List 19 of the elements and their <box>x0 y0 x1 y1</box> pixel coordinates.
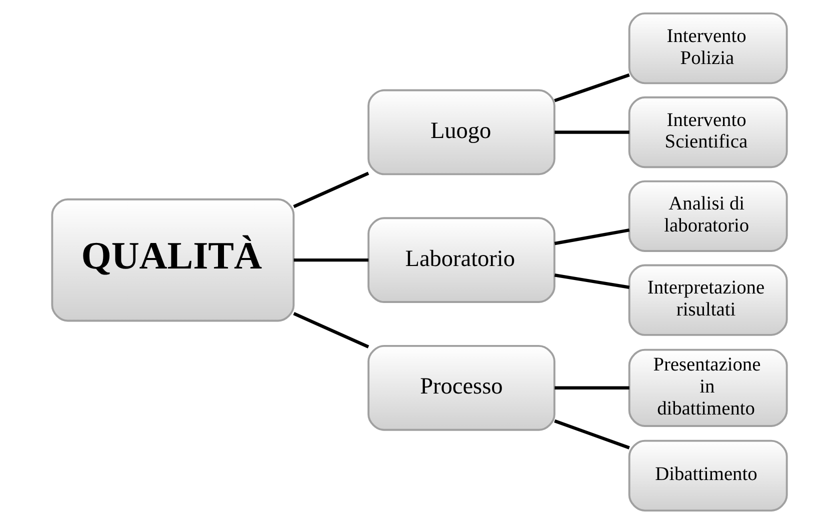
node-box: Intervento Polizia <box>628 12 788 84</box>
connector <box>293 258 368 262</box>
node-box: Processo <box>367 344 555 431</box>
connector <box>554 274 630 289</box>
node-box: Interpretazione risultati <box>628 264 788 336</box>
node-box: Luogo <box>367 89 555 176</box>
node-box: Analisi di laboratorio <box>628 180 788 252</box>
connector <box>554 130 629 134</box>
node-box: Laboratorio <box>367 217 555 303</box>
connector <box>292 172 369 208</box>
connector <box>554 386 629 390</box>
connector <box>554 73 630 102</box>
node-box: Presentazione in dibattimento <box>628 348 788 427</box>
node-box: QUALITÀ <box>50 198 294 322</box>
connector <box>554 419 630 450</box>
connector <box>292 312 369 348</box>
node-box: Intervento Scientifica <box>628 96 788 168</box>
node-box: Dibattimento <box>628 440 788 512</box>
connector <box>554 228 630 246</box>
